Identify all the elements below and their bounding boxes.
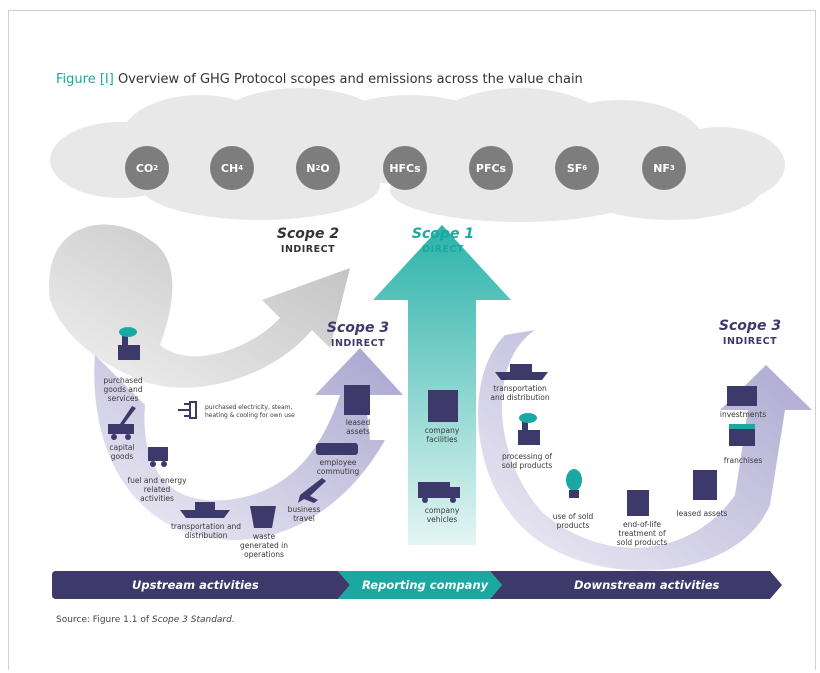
scope1-title: Scope 1 bbox=[411, 226, 475, 242]
source-prefix: Source: Figure 1.1 of bbox=[56, 615, 149, 625]
label-transportation-downstream: transportation and distribution bbox=[490, 384, 550, 402]
frame-border-left bbox=[8, 10, 9, 670]
scope3-upstream-arrow bbox=[94, 348, 404, 540]
company-building-icon bbox=[428, 390, 458, 422]
airplane-icon bbox=[298, 478, 326, 503]
truck-icon bbox=[418, 482, 460, 503]
scope3-upstream-title: Scope 3 bbox=[326, 320, 390, 336]
scope3-downstream-subtitle: INDIRECT bbox=[722, 336, 778, 347]
label-use-sold-products: use of sold products bbox=[552, 512, 594, 530]
processing-factory-icon bbox=[518, 413, 540, 445]
figure-title: Figure [I] Overview of GHG Protocol scop… bbox=[56, 72, 583, 87]
train-icon bbox=[316, 443, 358, 455]
crane-truck-icon bbox=[108, 406, 136, 440]
band-reporting-label: Reporting company bbox=[362, 578, 489, 592]
label-capital-goods: capital goods bbox=[109, 443, 135, 461]
frame-border-top bbox=[8, 10, 816, 11]
scope1-arrow bbox=[373, 225, 511, 545]
label-investments: investments bbox=[719, 410, 767, 419]
label-employee-commuting: employee commuting bbox=[316, 458, 360, 476]
scope3-upstream-subtitle: INDIRECT bbox=[330, 338, 386, 349]
ship-icon bbox=[180, 502, 230, 518]
gas-pfcs: PFCs bbox=[469, 146, 513, 190]
lightbulb-icon bbox=[566, 469, 582, 498]
label-purchased-goods: purchased goods and services bbox=[103, 376, 143, 403]
scope1-subtitle: DIRECT bbox=[422, 244, 464, 255]
building-icon bbox=[344, 385, 370, 415]
figure-label: Figure [I] bbox=[56, 72, 114, 87]
recycle-bin-icon bbox=[627, 490, 649, 516]
label-leased-assets-upstream: leased assets bbox=[345, 418, 371, 436]
waste-bin-icon bbox=[250, 506, 276, 528]
reporting-band bbox=[338, 571, 502, 599]
storefront-icon bbox=[729, 424, 755, 446]
investments-icon bbox=[727, 386, 757, 406]
label-leased-assets-downstream: leased assets bbox=[676, 509, 728, 518]
label-waste: waste generated in operations bbox=[240, 532, 288, 559]
label-purchased-electricity: purchased electricity, steam, heating & … bbox=[205, 404, 295, 419]
band-downstream-label: Downstream activities bbox=[574, 578, 720, 592]
scope3-downstream-title: Scope 3 bbox=[718, 318, 782, 334]
source-standard: Scope 3 Standard. bbox=[151, 615, 235, 625]
label-transportation-upstream: transportation and distribution bbox=[170, 522, 242, 540]
figure-title-text: Overview of GHG Protocol scopes and emis… bbox=[117, 72, 583, 87]
upstream-band bbox=[52, 571, 350, 599]
fuel-cart-icon bbox=[148, 447, 168, 467]
band-upstream-label: Upstream activities bbox=[132, 578, 259, 592]
label-end-of-life: end-of-life treatment of sold products bbox=[616, 520, 668, 547]
downstream-building-icon bbox=[693, 470, 717, 500]
source-note: Source: Figure 1.1 of Scope 3 Standard. bbox=[56, 615, 235, 625]
scope3-downstream-arrow bbox=[478, 330, 812, 571]
label-franchises: franchises bbox=[723, 456, 763, 465]
frame-border-right bbox=[815, 10, 816, 670]
factory-icon bbox=[118, 327, 140, 360]
scope2-subtitle: INDIRECT bbox=[280, 244, 336, 255]
label-processing: processing of sold products bbox=[501, 452, 553, 470]
downstream-band bbox=[490, 571, 782, 599]
label-company-vehicles: company vehicles bbox=[424, 506, 460, 524]
label-fuel-energy: fuel and energy related activities bbox=[127, 476, 187, 503]
label-company-facilities: company facilities bbox=[424, 426, 460, 444]
downstream-ship-icon bbox=[495, 364, 548, 380]
label-business-travel: business travel bbox=[287, 505, 321, 523]
plug-icon bbox=[178, 401, 197, 419]
gas-hfcs: HFCs bbox=[383, 146, 427, 190]
scope2-title: Scope 2 bbox=[276, 226, 340, 242]
